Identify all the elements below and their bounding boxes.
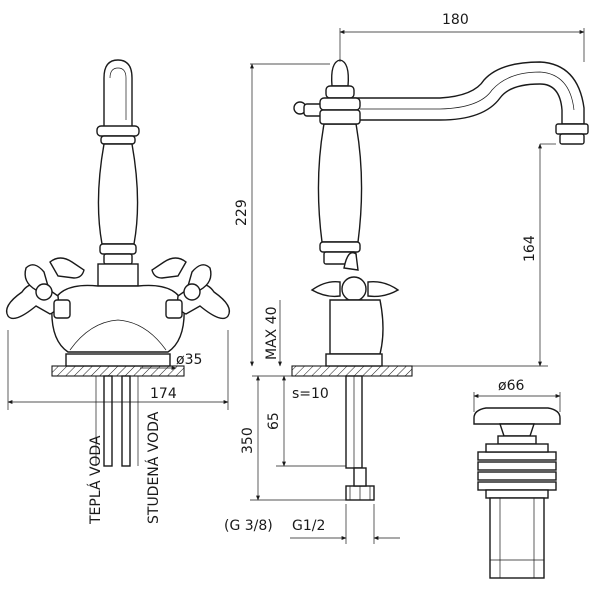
front-countertop [51, 365, 185, 377]
dim-hose-length: 350 [240, 427, 256, 454]
front-collar [96, 125, 140, 137]
front-left-cross-handle [5, 257, 85, 320]
dim-hole-diameter: ø35 [176, 352, 202, 368]
side-body [317, 123, 363, 243]
dim-base-width: 174 [150, 386, 177, 402]
front-handle-knob [103, 59, 133, 129]
dim-spout-reach: 180 [442, 12, 469, 28]
front-valve-body [51, 284, 185, 353]
dim-thread-hose: (G 3/8) [224, 518, 273, 534]
front-right-cross-handle [151, 257, 231, 320]
dim-waste-diameter: ø66 [498, 378, 524, 394]
label-hot-water: TEPLÁ VODA [87, 435, 104, 525]
waste-body [489, 497, 545, 579]
dim-spout-height: 164 [522, 235, 538, 262]
dim-max-thickness: MAX 40 [264, 306, 280, 360]
label-cold-water: STUDENÁ VODA [145, 411, 162, 524]
front-body [97, 143, 139, 245]
waste-flange [477, 451, 557, 461]
dim-total-height: 229 [234, 199, 250, 226]
side-view: 180 229 164 MAX 40 s=10 65 350 (G 3/8) G… [224, 12, 589, 544]
side-finial [330, 59, 350, 87]
side-valve-body [329, 299, 384, 355]
side-spout [353, 61, 585, 125]
front-view: ø35 174 TEPLÁ VODA STUDENÁ VODA [5, 59, 231, 525]
dim-wall-thickness: s=10 [292, 386, 329, 402]
side-countertop [291, 365, 413, 377]
waste-cap [473, 407, 561, 425]
dim-thread-shank: G1/2 [292, 518, 325, 534]
dim-shank-length: 65 [266, 412, 282, 430]
waste-valve-view: ø66 [473, 378, 561, 579]
